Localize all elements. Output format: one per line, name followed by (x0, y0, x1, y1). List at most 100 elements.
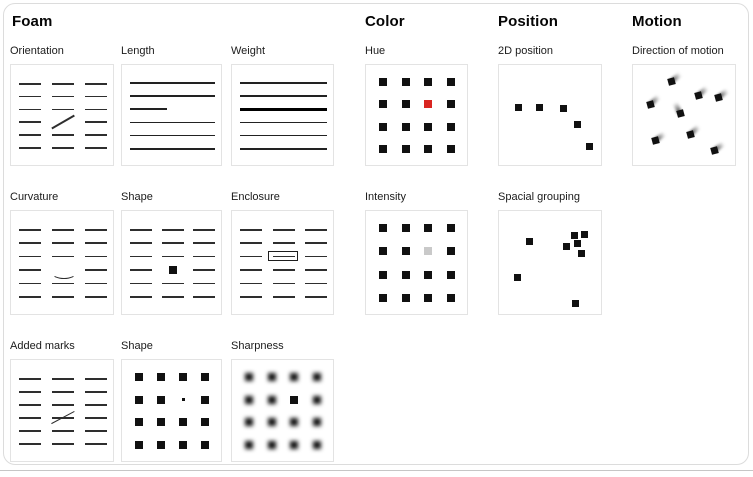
spacial-grouping-figure (498, 210, 602, 315)
direction-of-motion-figure (632, 64, 736, 166)
motion-square (675, 108, 685, 118)
dash-line (85, 95, 107, 98)
motion-square (645, 99, 655, 109)
grid-square (179, 441, 187, 449)
dash-line (85, 430, 107, 432)
rule-line (130, 148, 215, 150)
card-label: Weight (231, 45, 266, 57)
2d-position-figure (498, 64, 602, 166)
dash-line (272, 282, 295, 285)
dash-line (305, 255, 327, 258)
rule-line (130, 95, 215, 97)
grid-square (201, 373, 209, 381)
diagonal-line (51, 114, 75, 130)
dash-line (272, 255, 295, 258)
grid-square (157, 441, 165, 449)
section-title-foam: Foam (12, 13, 53, 30)
section-title-motion: Motion (632, 13, 682, 30)
grid-square (157, 373, 165, 381)
dash-line (19, 378, 41, 380)
dash-line (19, 83, 41, 85)
card-label: Shape (121, 340, 153, 352)
grid-square (401, 145, 410, 153)
dash-line (52, 147, 74, 149)
dash-line (130, 229, 152, 231)
card-direction-of-motion: Direction of motion (632, 45, 736, 166)
grid-square (447, 122, 455, 131)
scatter-square (574, 240, 581, 247)
grid-square (447, 100, 455, 109)
card-label: Enclosure (231, 191, 280, 203)
dash-line (240, 229, 262, 231)
dash-line (19, 242, 41, 244)
rule-line (240, 121, 327, 124)
grid-square (290, 441, 299, 449)
dash-line (240, 296, 262, 298)
dash-line (85, 296, 107, 298)
dash-line (240, 255, 262, 258)
dash-line (240, 269, 262, 271)
card-spacial-grouping: Spacial grouping (498, 191, 602, 315)
grid-square (447, 145, 455, 153)
dash-line (130, 255, 152, 258)
grid-square (201, 441, 209, 449)
grid-square (245, 373, 253, 381)
dash-line (52, 229, 74, 231)
motion-square (693, 90, 703, 100)
scatter-square (572, 300, 579, 307)
dash-line (52, 391, 74, 393)
scatter-square (536, 104, 543, 111)
grid-square (401, 224, 410, 232)
section-title-position: Position (498, 13, 558, 30)
dash-line (130, 242, 152, 244)
dash-line (193, 269, 215, 271)
dash-line (19, 95, 41, 98)
motion-square (650, 135, 660, 145)
dash-line (85, 121, 107, 123)
bottom-divider-line (0, 470, 753, 471)
curved-line (52, 268, 76, 280)
grid-square (179, 418, 187, 427)
dash-line (19, 296, 41, 298)
grid-square (447, 247, 455, 256)
scatter-square (571, 232, 578, 239)
dash-line (19, 147, 41, 149)
grid-square (379, 100, 387, 109)
dash-line (193, 296, 215, 298)
thick-line (240, 108, 327, 112)
intensity-figure (365, 210, 468, 315)
card-label: Sharpness (231, 340, 284, 352)
card-weight: Weight (231, 45, 334, 166)
dash-line (161, 255, 184, 258)
grid-square (267, 418, 276, 427)
grid-square (201, 395, 209, 404)
grid-square (267, 441, 276, 449)
dash-line (52, 404, 74, 406)
dash-line (305, 269, 327, 271)
grid-square (135, 373, 143, 381)
grid-square (179, 373, 187, 381)
scatter-square (578, 250, 585, 257)
rule-line (130, 134, 215, 137)
card-label: Orientation (10, 45, 64, 57)
dash-line (240, 282, 262, 285)
dash-line (272, 242, 295, 244)
scatter-square (574, 121, 581, 128)
grid-square (313, 395, 321, 404)
rule-line (240, 134, 327, 137)
dash-line (19, 255, 41, 258)
grid-square (135, 418, 143, 427)
grid-square (379, 78, 387, 86)
grid-square (267, 373, 276, 381)
dash-line (19, 134, 41, 136)
grid-square (135, 441, 143, 449)
dash-line (85, 147, 107, 149)
dash-line (85, 391, 107, 393)
card-label: Curvature (10, 191, 59, 203)
dash-line (52, 255, 74, 258)
dash-line (193, 282, 215, 285)
card-label: Shape (121, 191, 153, 203)
section-title-color: Color (365, 13, 405, 30)
rule-line (240, 82, 327, 84)
dash-line (161, 229, 184, 231)
